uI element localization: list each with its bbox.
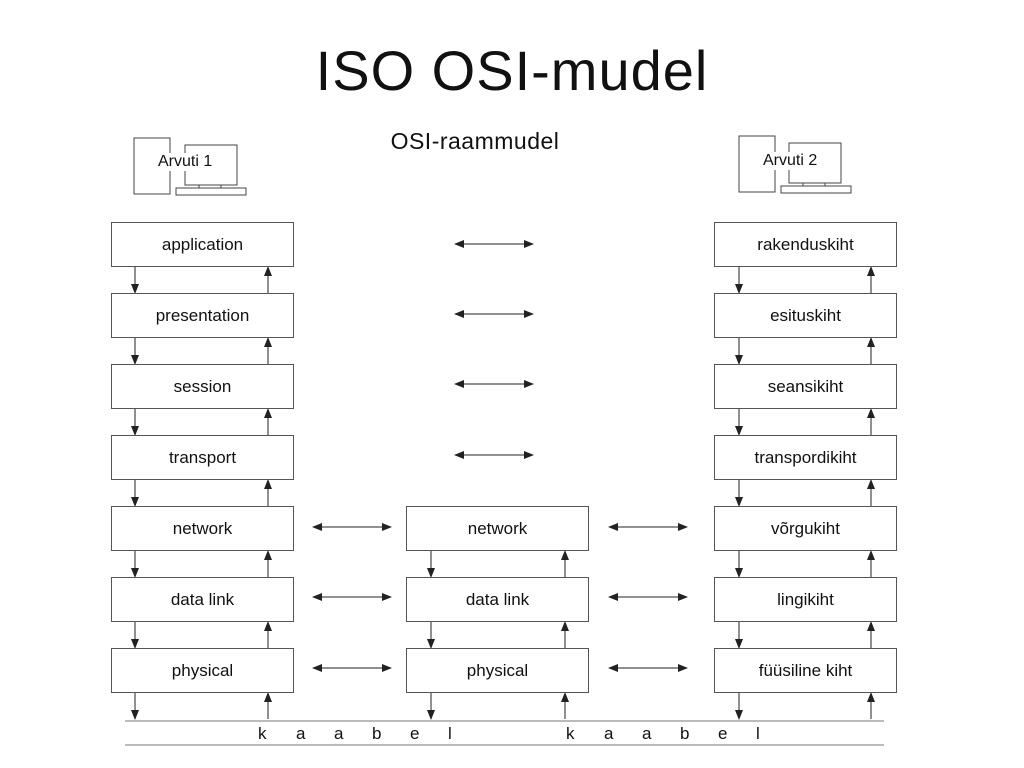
cable-letter: a — [642, 724, 652, 743]
left-layer-application: application — [111, 222, 294, 267]
right-layer-seansikiht: seansikiht — [714, 364, 897, 409]
cable-letter: k — [566, 724, 575, 743]
cable-letter: k — [258, 724, 267, 743]
computer-1-label: Arvuti 1 — [158, 153, 213, 171]
right-layer-lingikiht: lingikiht — [714, 577, 897, 622]
cable-letter: l — [756, 724, 760, 743]
cable-letter: e — [718, 724, 728, 743]
cable-letter: l — [448, 724, 452, 743]
cable-letter: e — [410, 724, 420, 743]
cable-letter: a — [296, 724, 306, 743]
left-layer-physical: physical — [111, 648, 294, 693]
cable-letter: b — [372, 724, 382, 743]
arrows-group — [131, 240, 875, 720]
diagram-subtitle: OSI-raammudel — [390, 128, 560, 154]
left-layer-presentation: presentation — [111, 293, 294, 338]
page-title: ISO OSI-mudel — [315, 39, 709, 102]
right-layer-rakenduskiht: rakenduskiht — [714, 222, 897, 267]
middle-layer-physical: physical — [406, 648, 589, 693]
cable-letter: a — [604, 724, 614, 743]
left-layer-data-link: data link — [111, 577, 294, 622]
left-layer-session: session — [111, 364, 294, 409]
right-layer-esituskiht: esituskiht — [714, 293, 897, 338]
middle-layer-network: network — [406, 506, 589, 551]
right-layer-vorgukiht: võrgukiht — [714, 506, 897, 551]
right-layer-transpordikiht: transpordikiht — [714, 435, 897, 480]
computer-2-label: Arvuti 2 — [763, 152, 818, 170]
left-layer-transport: transport — [111, 435, 294, 480]
left-layer-network: network — [111, 506, 294, 551]
cable-letter: a — [334, 724, 344, 743]
middle-layer-data-link: data link — [406, 577, 589, 622]
right-layer-fuusiline-kiht: füüsiline kiht — [714, 648, 897, 693]
cable-letter: b — [680, 724, 690, 743]
